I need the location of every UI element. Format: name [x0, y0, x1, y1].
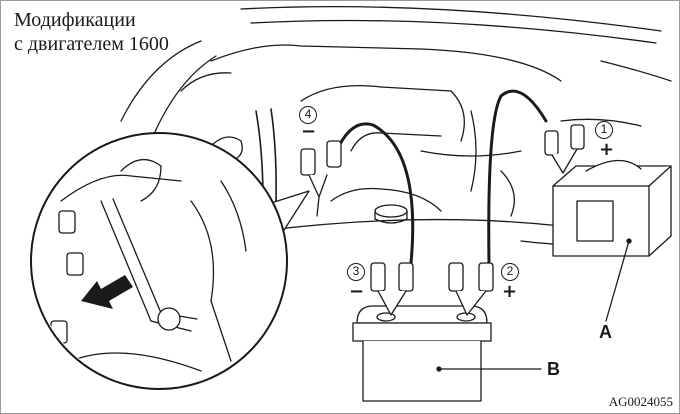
marker-4-sign: − — [301, 123, 316, 141]
figure-reference-code: AG0024055 — [609, 395, 673, 409]
clamp-engine-ground — [301, 141, 341, 216]
callout-a: A — [599, 323, 612, 341]
title-line-2: с двигателем 1600 — [11, 33, 172, 55]
booster-battery-b — [353, 306, 491, 401]
marker-2-sign: + — [502, 283, 517, 301]
marker-3-number: 3 — [347, 263, 365, 281]
title-line-1: Модификации — [11, 9, 139, 31]
marker-1-number: 1 — [595, 121, 613, 139]
jumper-cable-negative — [339, 124, 413, 263]
callout-b: B — [547, 360, 560, 378]
jumper-cable-positive — [489, 91, 546, 263]
marker-2-number: 2 — [501, 263, 519, 281]
vehicle-battery-a — [553, 160, 671, 256]
marker-3-sign: − — [349, 283, 364, 301]
marker-1-sign: + — [599, 141, 614, 159]
detail-inset — [31, 133, 309, 389]
